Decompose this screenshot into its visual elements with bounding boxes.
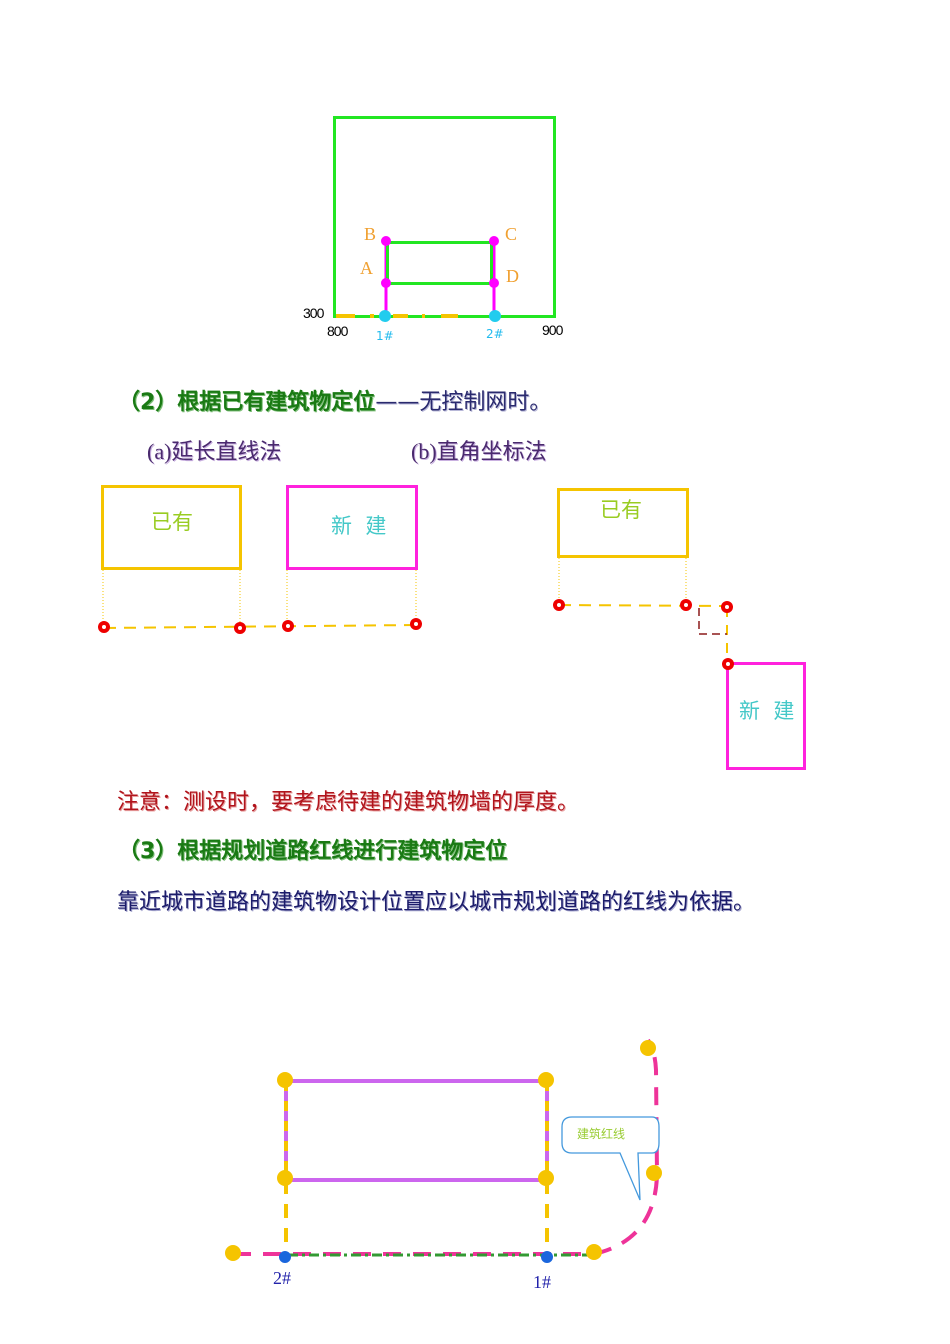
point-D-icon bbox=[489, 278, 499, 288]
control-point-2-label-b: 2# bbox=[273, 1268, 291, 1288]
point-label-C: C bbox=[505, 224, 518, 244]
existing-building-rect bbox=[101, 485, 242, 570]
new-building-label: 新 建 bbox=[331, 514, 387, 538]
section-3-body: 靠近城市道路的建筑物设计位置应以城市规划道路的红线为依据。 bbox=[117, 890, 756, 915]
point-label-D: D bbox=[506, 266, 519, 286]
red-line-point-icon bbox=[640, 1040, 656, 1056]
control-point-2-icon bbox=[489, 310, 501, 322]
section-2-heading: （2）根据已有建筑物定位——无控制网时。 bbox=[118, 384, 551, 416]
existing-building-label: 已有 bbox=[151, 510, 193, 534]
callout-text: 建筑红线 bbox=[577, 1127, 626, 1141]
corner-point-icon bbox=[277, 1170, 293, 1186]
section-3-heading: （3）根据规划道路红线进行建筑物定位 bbox=[118, 839, 508, 864]
corner-point-icon bbox=[538, 1170, 554, 1186]
existing-building-rect bbox=[557, 488, 689, 558]
control-point-2-label: 2# bbox=[486, 327, 504, 341]
diagram-red-line-method bbox=[225, 1038, 662, 1263]
control-point-2-icon bbox=[279, 1251, 291, 1263]
section-2-heading-tail: ——无控制网时。 bbox=[375, 390, 552, 415]
red-line-point-icon bbox=[225, 1245, 241, 1261]
right-angle-marker bbox=[698, 608, 727, 635]
callout-bubble bbox=[561, 1116, 660, 1201]
control-point-1-icon bbox=[379, 310, 391, 322]
new-building-rect bbox=[286, 485, 418, 570]
existing-building-label-b: 已有 bbox=[600, 498, 642, 522]
coordinate-x-left-label: 800 bbox=[327, 323, 348, 339]
new-building-rect bbox=[726, 662, 806, 770]
diagram-rectangular-method bbox=[553, 488, 806, 770]
coordinate-y-label: 300 bbox=[303, 305, 324, 321]
new-building-label-b: 新 建 bbox=[739, 699, 795, 723]
point-label-A: A bbox=[360, 258, 373, 278]
building-rect bbox=[386, 241, 493, 285]
control-point-1-icon bbox=[541, 1251, 553, 1263]
section-2-heading-bold: （2）根据已有建筑物定位 bbox=[118, 390, 376, 415]
corner-point-icon bbox=[538, 1072, 554, 1088]
diagram-extension-method bbox=[98, 485, 422, 634]
control-point-1-label-b: 1# bbox=[533, 1272, 551, 1292]
diagram-site-boundary bbox=[333, 116, 556, 322]
point-label-B: B bbox=[364, 224, 377, 244]
point-C-icon bbox=[489, 236, 499, 246]
red-line-point-icon bbox=[586, 1244, 602, 1260]
red-line-point-icon bbox=[646, 1165, 662, 1181]
method-b-label: (b)直角坐标法 bbox=[411, 439, 547, 464]
control-point-1-label: 1# bbox=[376, 329, 394, 343]
point-B-icon bbox=[381, 236, 391, 246]
point-A-icon bbox=[381, 278, 391, 288]
site-boundary-rect bbox=[333, 116, 556, 318]
corner-point-icon bbox=[277, 1072, 293, 1088]
method-a-label: (a)延长直线法 bbox=[147, 439, 282, 464]
coordinate-x-right-label: 900 bbox=[542, 322, 563, 338]
note-text: 注意：测设时，要考虑待建的建筑物墙的厚度。 bbox=[117, 790, 580, 815]
